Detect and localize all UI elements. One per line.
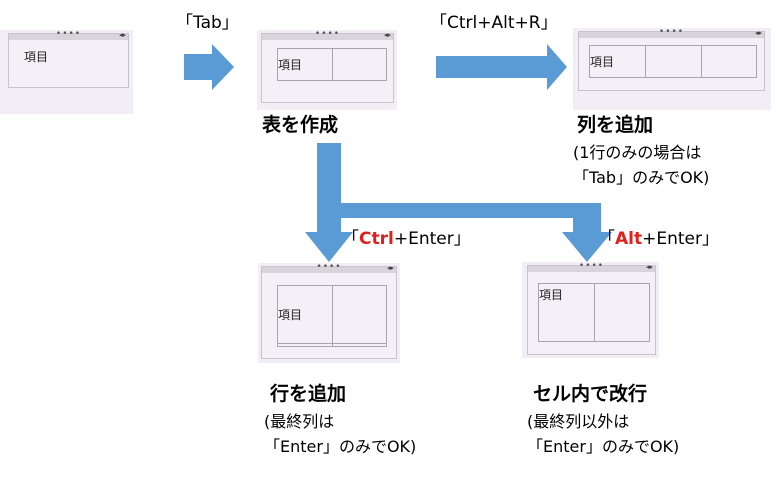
note-frame: ••••◂▸ 項目: [527, 262, 656, 355]
key-tab-label: 「Tab」: [176, 13, 239, 33]
note-frame: ••••◂▸ 項目: [261, 263, 397, 359]
add-row-title: 行を追加: [270, 383, 347, 405]
table-created-container: ••••◂▸ 項目: [257, 30, 397, 110]
container-grip[interactable]: ••••◂▸: [9, 30, 128, 40]
initial-container: ••••◂▸ 項目: [0, 30, 133, 114]
newline-container: ••••◂▸ 項目: [522, 262, 659, 358]
container-grip[interactable]: ••••◂▸: [528, 262, 655, 272]
table-cell[interactable]: 項目: [277, 48, 333, 81]
arrow-alt-enter-branch: [341, 203, 612, 262]
table: 項目: [277, 285, 387, 348]
table-cell[interactable]: 項目: [589, 45, 646, 78]
table-cell[interactable]: [645, 45, 702, 78]
table-cell[interactable]: [332, 285, 387, 344]
table-cell[interactable]: 項目: [277, 285, 333, 344]
newline-note-1: (最終列以外は: [527, 412, 630, 431]
table: 項目: [538, 283, 650, 342]
note-frame: ••••◂▸ 項目: [261, 30, 394, 103]
arrow-ctrl-enter: [305, 143, 353, 262]
row-added-container: ••••◂▸ 項目: [258, 263, 400, 363]
arrow-tab: [184, 44, 234, 90]
newline-note-2: 「Enter」のみでOK): [527, 437, 680, 456]
column-added-container: ••••◂▸ 項目: [573, 28, 771, 110]
newline-title: セル内で改行: [533, 383, 648, 405]
table: 項目: [589, 45, 757, 78]
container-grip[interactable]: ••••◂▸: [262, 30, 393, 40]
table-cell[interactable]: [594, 283, 650, 342]
add-column-title: 列を追加: [577, 114, 654, 136]
add-column-note-1: (1行のみの場合は: [573, 143, 702, 162]
add-column-note-2: 「Tab」のみでOK): [573, 168, 710, 187]
create-table-title: 表を作成: [262, 114, 339, 136]
add-row-note-2: 「Enter」のみでOK): [264, 437, 417, 456]
key-alt-highlight: Alt: [615, 229, 643, 249]
table: 項目: [277, 48, 387, 81]
note-frame: ••••◂▸ 項目: [578, 28, 765, 91]
note-frame: ••••◂▸ 項目: [8, 30, 129, 88]
key-ctrl-highlight: Ctrl: [359, 229, 394, 249]
cell-text: 項目: [24, 50, 49, 64]
table-cell[interactable]: [332, 48, 387, 81]
table-cell[interactable]: [277, 342, 333, 348]
add-row-note-1: (最終列は: [264, 412, 335, 431]
arrow-ctrl-alt-r: [436, 44, 567, 90]
key-ctrl-alt-r-label: 「Ctrl+Alt+R」: [430, 13, 558, 33]
container-grip[interactable]: ••••◂▸: [579, 28, 764, 38]
key-alt-enter-label: 「Alt+Enter」: [598, 229, 719, 249]
table-cell[interactable]: 項目: [538, 283, 595, 342]
container-grip[interactable]: ••••◂▸: [262, 263, 396, 273]
key-ctrl-enter-label: 「Ctrl+Enter」: [342, 229, 471, 249]
table-cell[interactable]: [332, 342, 387, 348]
table-cell[interactable]: [701, 45, 757, 78]
